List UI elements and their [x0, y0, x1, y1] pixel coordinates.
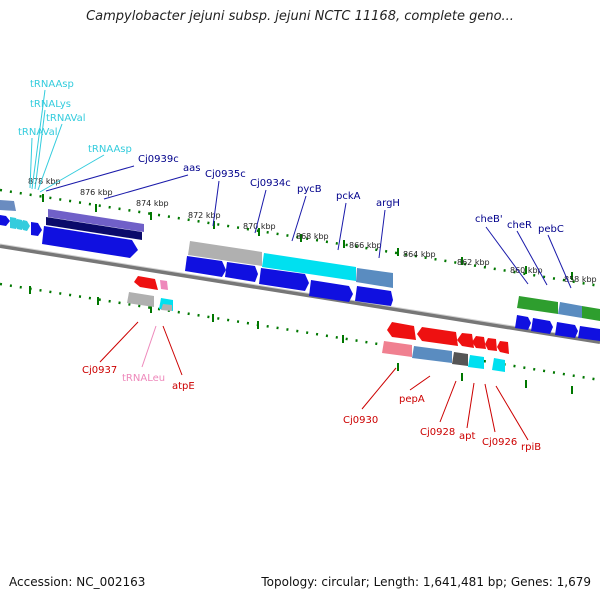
trna-arrow[interactable] [23, 220, 30, 231]
gene-label[interactable]: Cj0934c [250, 178, 291, 189]
reverse-tick-marks [29, 286, 573, 394]
gene-label[interactable]: Cj0937 [82, 365, 117, 376]
gene-label[interactable]: argH [376, 198, 400, 209]
gene-arrow[interactable] [515, 315, 531, 330]
gene-arrow[interactable] [555, 322, 578, 338]
trna-label[interactable]: tRNAAsp [88, 144, 132, 155]
gene-arrow[interactable] [42, 226, 138, 258]
gene-arrow[interactable] [485, 338, 497, 351]
forward-features [0, 200, 600, 341]
gene-arrow[interactable] [225, 262, 258, 282]
trna-label[interactable]: tRNAVal [46, 113, 86, 124]
gene-arrow[interactable] [497, 341, 509, 354]
kbp-label: 878 kbp [28, 177, 61, 186]
kbp-label: 876 kbp [80, 188, 113, 197]
gene-arrow[interactable] [134, 276, 158, 290]
gene-arrow[interactable] [31, 222, 42, 236]
gene-arrow[interactable] [582, 306, 600, 321]
kbp-tick-marks [42, 194, 573, 280]
genome-backbone-highlight [0, 243, 600, 341]
gene-label[interactable]: Cj0939c [138, 154, 179, 165]
gene-label[interactable]: cheB' [475, 214, 503, 225]
kbp-labels: 878 kbp 876 kbp 874 kbp 872 kbp 870 kbp … [28, 177, 597, 284]
gene-arrow[interactable] [457, 333, 474, 348]
gene-arrow[interactable] [452, 352, 468, 366]
gene-arrow[interactable] [0, 215, 10, 226]
gene-label[interactable]: atpE [172, 381, 195, 392]
gene-label[interactable]: pepA [399, 394, 425, 405]
gene-arrow[interactable] [161, 304, 172, 311]
gene-arrow[interactable] [412, 346, 452, 363]
gene-label[interactable]: Cj0926 [482, 437, 517, 448]
gene-arrow[interactable] [387, 322, 416, 340]
gene-arrow[interactable] [309, 280, 353, 302]
trna-label[interactable]: tRNALys [30, 99, 71, 110]
gene-arrow[interactable] [356, 268, 393, 288]
forward-connectors [45, 165, 572, 289]
gene-arrow[interactable] [188, 241, 262, 266]
kbp-label: 864 kbp [403, 250, 436, 259]
gene-arrow[interactable] [578, 326, 600, 341]
gene-arrow[interactable] [492, 358, 505, 372]
trna-reverse-connectors [141, 325, 157, 368]
gene-label[interactable]: aas [183, 163, 200, 174]
gene-label[interactable]: Cj0935c [205, 169, 246, 180]
gene-arrow[interactable] [0, 200, 16, 211]
trna-arrow[interactable] [10, 217, 19, 229]
gene-arrow[interactable] [262, 253, 356, 281]
kbp-label: 858 kbp [564, 275, 597, 284]
forward-label-layer: tRNAAsp tRNALys tRNAVal tRNAVal tRNAAsp … [18, 79, 564, 235]
map-title: Campylobacter jejuni subsp. jejuni NCTC … [86, 9, 514, 24]
gene-arrow[interactable] [558, 302, 582, 318]
gene-arrow[interactable] [517, 296, 558, 314]
topology-text: Topology: circular; Length: 1,641,481 bp… [261, 575, 591, 589]
trna-connectors [29, 89, 105, 193]
gene-label[interactable]: pebC [538, 224, 564, 235]
gene-label[interactable]: Cj0930 [343, 415, 378, 426]
gene-label[interactable]: pckA [336, 191, 361, 202]
gene-arrow[interactable] [382, 341, 412, 357]
gene-arrow[interactable] [468, 355, 484, 369]
gene-label[interactable]: cheR [507, 220, 532, 231]
reverse-connectors [99, 321, 529, 441]
reverse-features [127, 276, 509, 372]
gene-label[interactable]: pycB [297, 184, 322, 195]
gene-arrow[interactable] [46, 217, 142, 240]
gene-arrow[interactable] [48, 209, 144, 232]
gene-arrow[interactable] [355, 286, 393, 306]
trna-arrow[interactable] [160, 280, 168, 290]
trna-label[interactable]: tRNAAsp [30, 79, 74, 90]
kbp-label: 874 kbp [136, 199, 169, 208]
gene-arrow[interactable] [417, 327, 458, 346]
gene-arrow[interactable] [259, 268, 309, 291]
gene-arrow[interactable] [185, 256, 226, 277]
kbp-label: 862 kbp [457, 258, 490, 267]
kbp-label: 870 kbp [243, 222, 276, 231]
trna-label[interactable]: tRNAVal [18, 127, 58, 138]
reverse-label-layer: Cj0937 tRNALeu atpE Cj0930 pepA Cj0928 a… [82, 365, 541, 453]
trna-label[interactable]: tRNALeu [122, 373, 165, 384]
gene-label[interactable]: apt [459, 431, 475, 442]
kbp-label: 868 kbp [296, 232, 329, 241]
kbp-label: 872 kbp [188, 211, 221, 220]
gene-label[interactable]: Cj0928 [420, 427, 455, 438]
gene-arrow[interactable] [127, 292, 154, 307]
kbp-label: 866 kbp [349, 241, 382, 250]
gene-arrow[interactable] [472, 336, 486, 349]
gene-label[interactable]: rpiB [521, 442, 541, 453]
accession-text: Accession: NC_002163 [9, 575, 146, 589]
genome-backbone [0, 244, 600, 344]
gene-arrow[interactable] [531, 318, 553, 334]
kbp-label: 860 kbp [510, 266, 543, 275]
